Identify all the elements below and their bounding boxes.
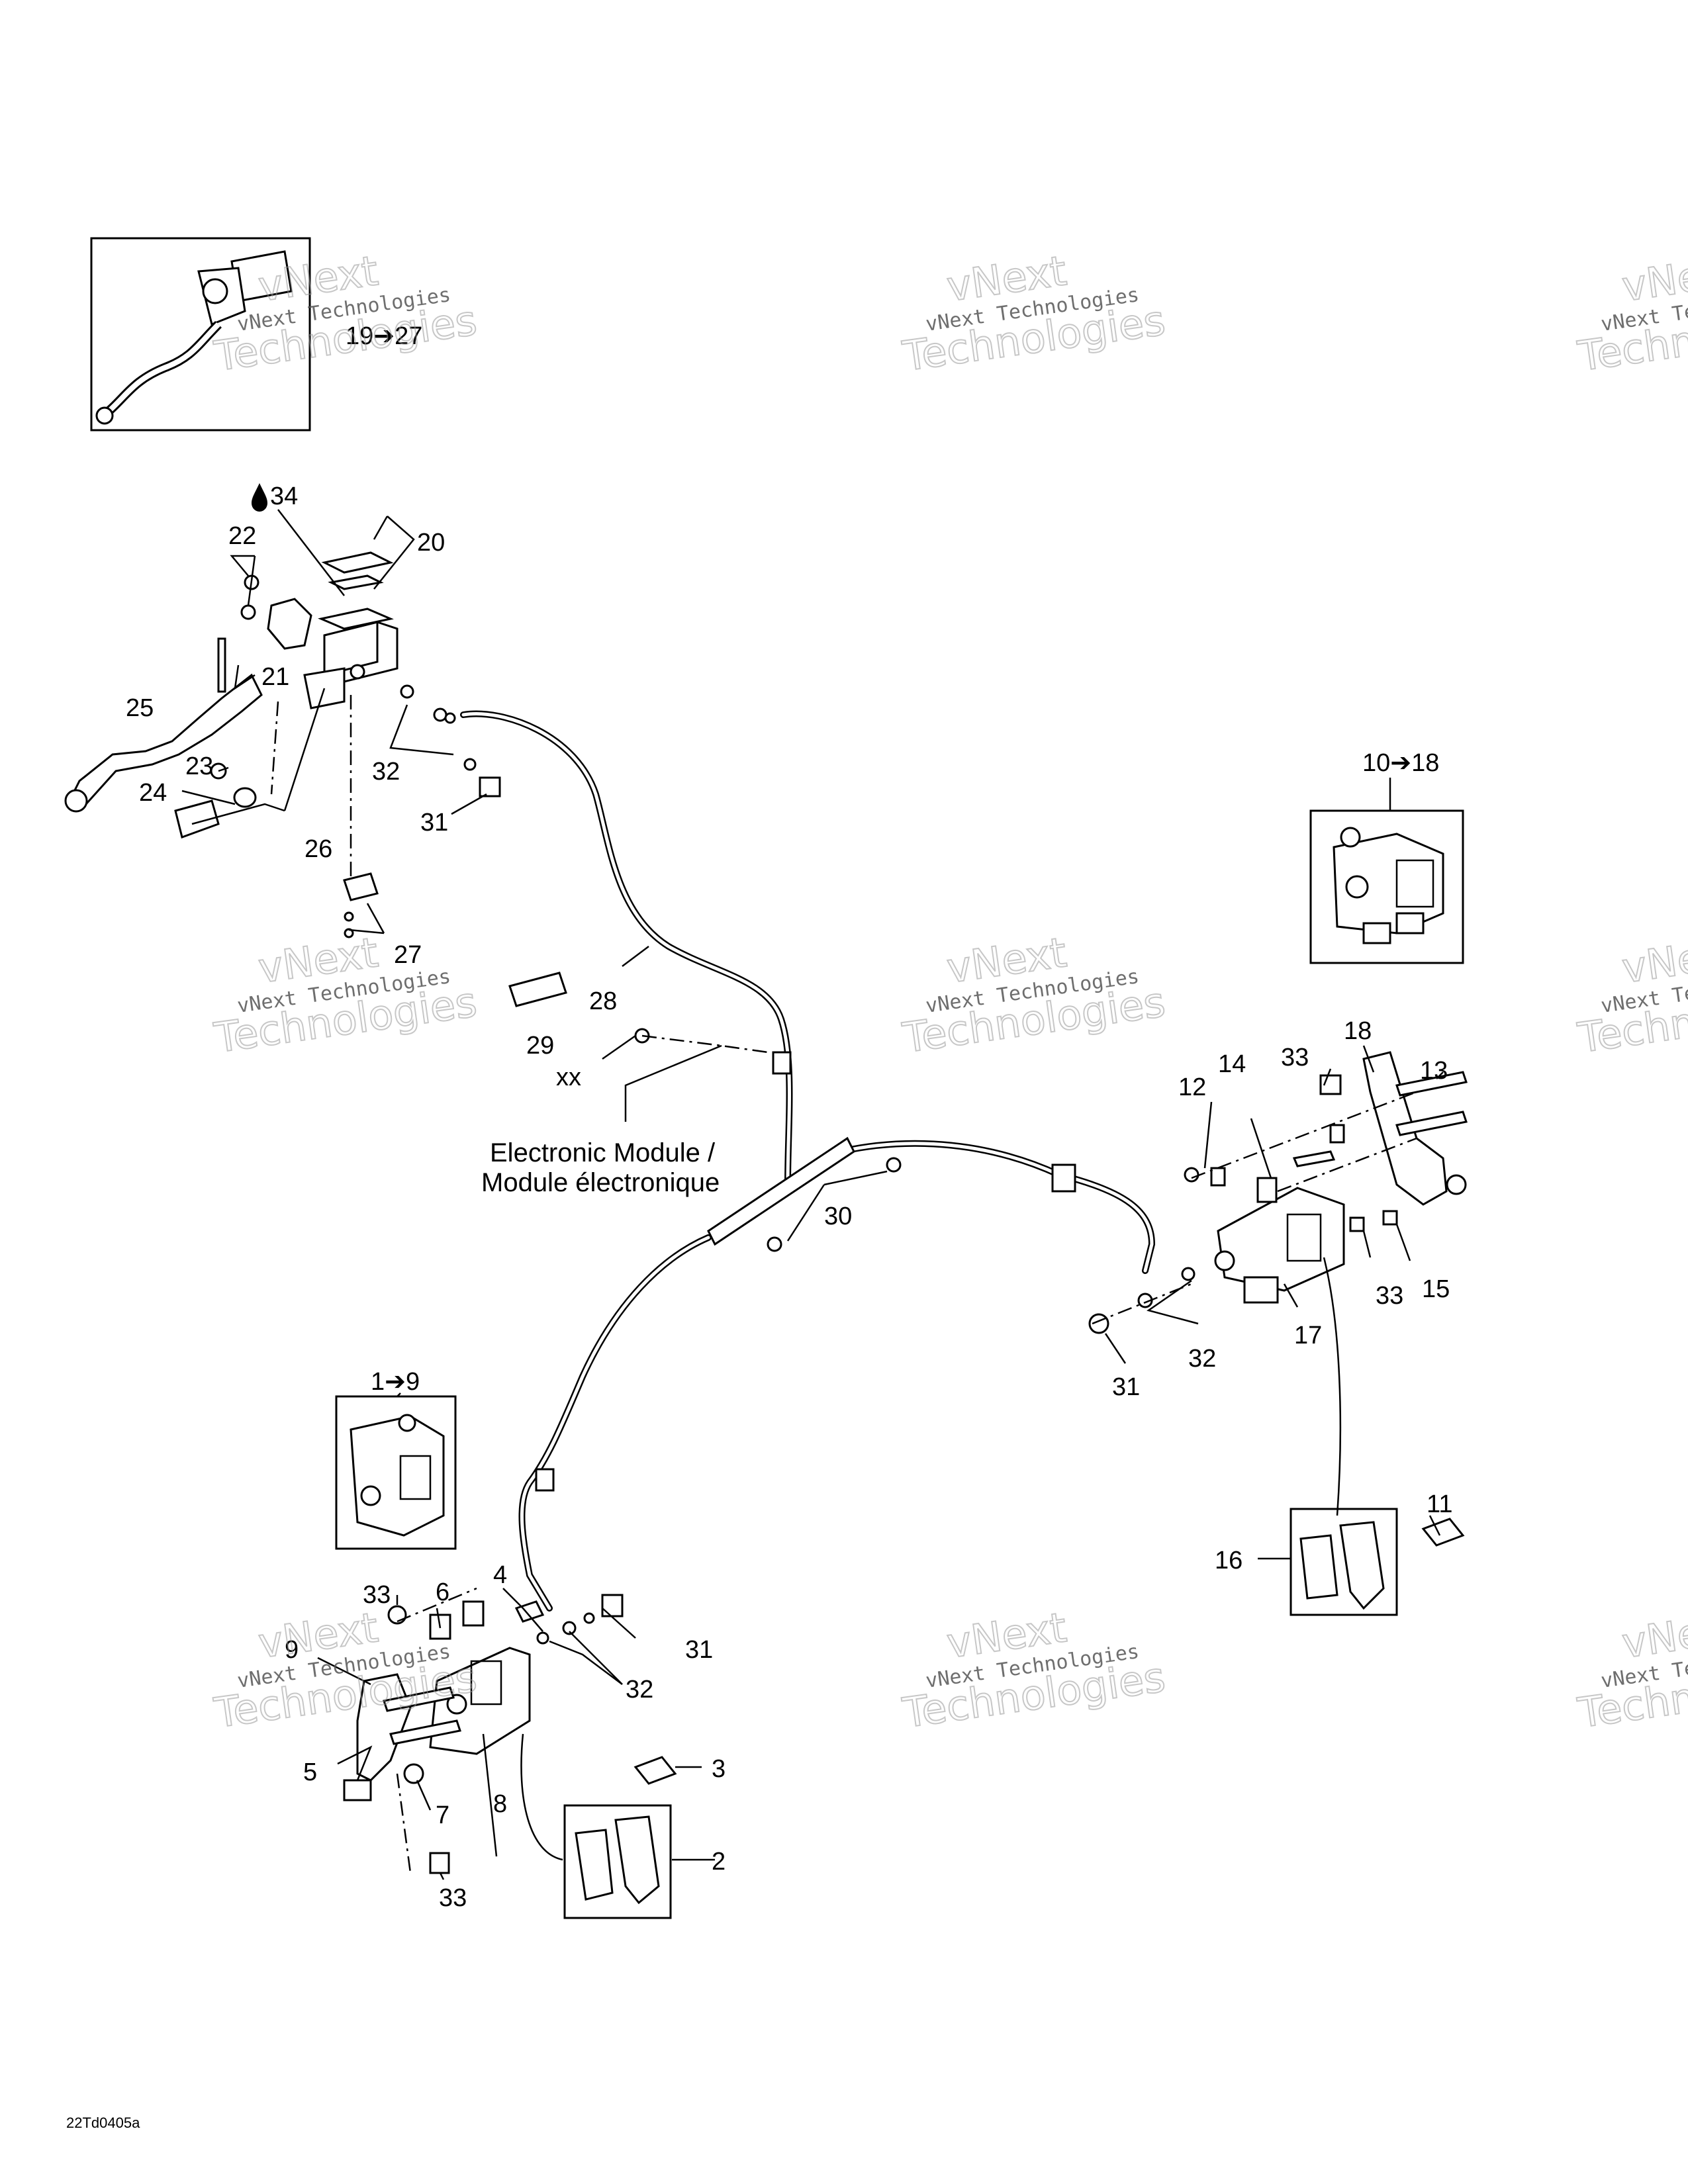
watermark-8: vNext vNext Technologies Technologies: [899, 1602, 1169, 1738]
callout-29: 29: [526, 1032, 554, 1060]
inset-rear-caliper-assembly: [335, 1395, 457, 1550]
callout-15: 15: [1422, 1275, 1450, 1303]
inset-brake-pads-front: [1289, 1508, 1398, 1616]
callout-25: 25: [126, 694, 154, 722]
callout-5: 5: [303, 1758, 317, 1786]
watermark-4: vNext vNext Technologies Technologies: [211, 927, 481, 1063]
callout-26: 26: [305, 835, 332, 863]
watermark-2: vNext vNext Technologies Technologies: [899, 246, 1169, 381]
master-cylinder: [64, 551, 567, 1007]
inset-front-caliper-assembly: [1309, 809, 1464, 964]
callout-17: 17: [1294, 1322, 1322, 1349]
callout-33-front-top: 33: [1281, 1044, 1309, 1071]
callout-21: 21: [261, 663, 289, 691]
callout-13: 13: [1420, 1057, 1448, 1085]
svg-text:vNext: vNext: [1619, 246, 1688, 310]
callout-31-rear: 31: [685, 1636, 713, 1664]
callout-3: 3: [712, 1755, 726, 1783]
callout-24: 24: [139, 779, 167, 807]
callout-28: 28: [589, 987, 617, 1015]
callout-18: 18: [1344, 1017, 1372, 1045]
callout-19: 19➔27: [346, 322, 422, 350]
callout-11: 11: [1427, 1490, 1452, 1518]
rear-caliper-group: [343, 1518, 1465, 1874]
callout-16: 16: [1215, 1547, 1243, 1574]
callout-6: 6: [436, 1578, 449, 1606]
watermark-6: vNext vNext Technologies Technologies: [1574, 927, 1688, 1063]
callout-9: 9: [285, 1636, 299, 1664]
callout-33-rear-bottom: 33: [439, 1884, 467, 1912]
callout-8: 8: [493, 1790, 507, 1818]
inset-master-cylinder: 19➔27: [90, 237, 422, 432]
watermark-3: vNext vNext Technologies Technologies: [1574, 246, 1688, 381]
callout-labels: 34 22 20 21 25 23 24 26 32 31 27 28 29 x…: [126, 482, 1452, 1912]
svg-text:vNext: vNext: [1619, 1603, 1688, 1667]
callout-14: 14: [1218, 1050, 1246, 1078]
watermark-9: vNext vNext Technologies Technologies: [1574, 1602, 1688, 1738]
watermark-5: vNext vNext Technologies Technologies: [899, 927, 1169, 1063]
callout-27: 27: [394, 941, 422, 969]
brake-hoses: [460, 710, 1156, 1612]
callout-23: 23: [185, 752, 213, 780]
callout-2: 2: [712, 1848, 726, 1876]
callout-12: 12: [1178, 1073, 1206, 1101]
module-label-line1: Electronic Module /: [490, 1138, 716, 1167]
module-label-line2: Module électronique: [481, 1168, 720, 1197]
callout-31-front: 31: [1112, 1373, 1140, 1401]
callout-20: 20: [417, 529, 445, 557]
callout-1: 1➔9: [371, 1368, 420, 1396]
callout-22: 22: [228, 522, 256, 550]
callout-34: 34: [270, 482, 298, 510]
callout-32-front: 32: [1188, 1345, 1216, 1373]
svg-text:vNext: vNext: [1619, 928, 1688, 992]
figure-code: 22Td0405a: [66, 2115, 140, 2131]
callout-32-rear: 32: [626, 1676, 653, 1704]
callout-33-rear-top: 33: [363, 1581, 391, 1609]
front-caliper-group: [1088, 1051, 1468, 1334]
callout-30: 30: [824, 1203, 852, 1230]
callout-7: 7: [436, 1801, 449, 1829]
callout-10: 10➔18: [1362, 749, 1439, 777]
oil-drop-icon: [252, 483, 267, 512]
electronic-module-label: Electronic Module / Module électronique: [481, 1138, 720, 1197]
callout-31-top: 31: [420, 809, 448, 837]
callout-33-front-bottom: 33: [1376, 1282, 1403, 1310]
inset-brake-pads-rear: [563, 1804, 672, 1919]
callout-xx: xx: [556, 1064, 581, 1091]
leader-lines: [181, 509, 1444, 1880]
callout-32-top: 32: [372, 758, 400, 786]
callout-4: 4: [493, 1561, 507, 1589]
